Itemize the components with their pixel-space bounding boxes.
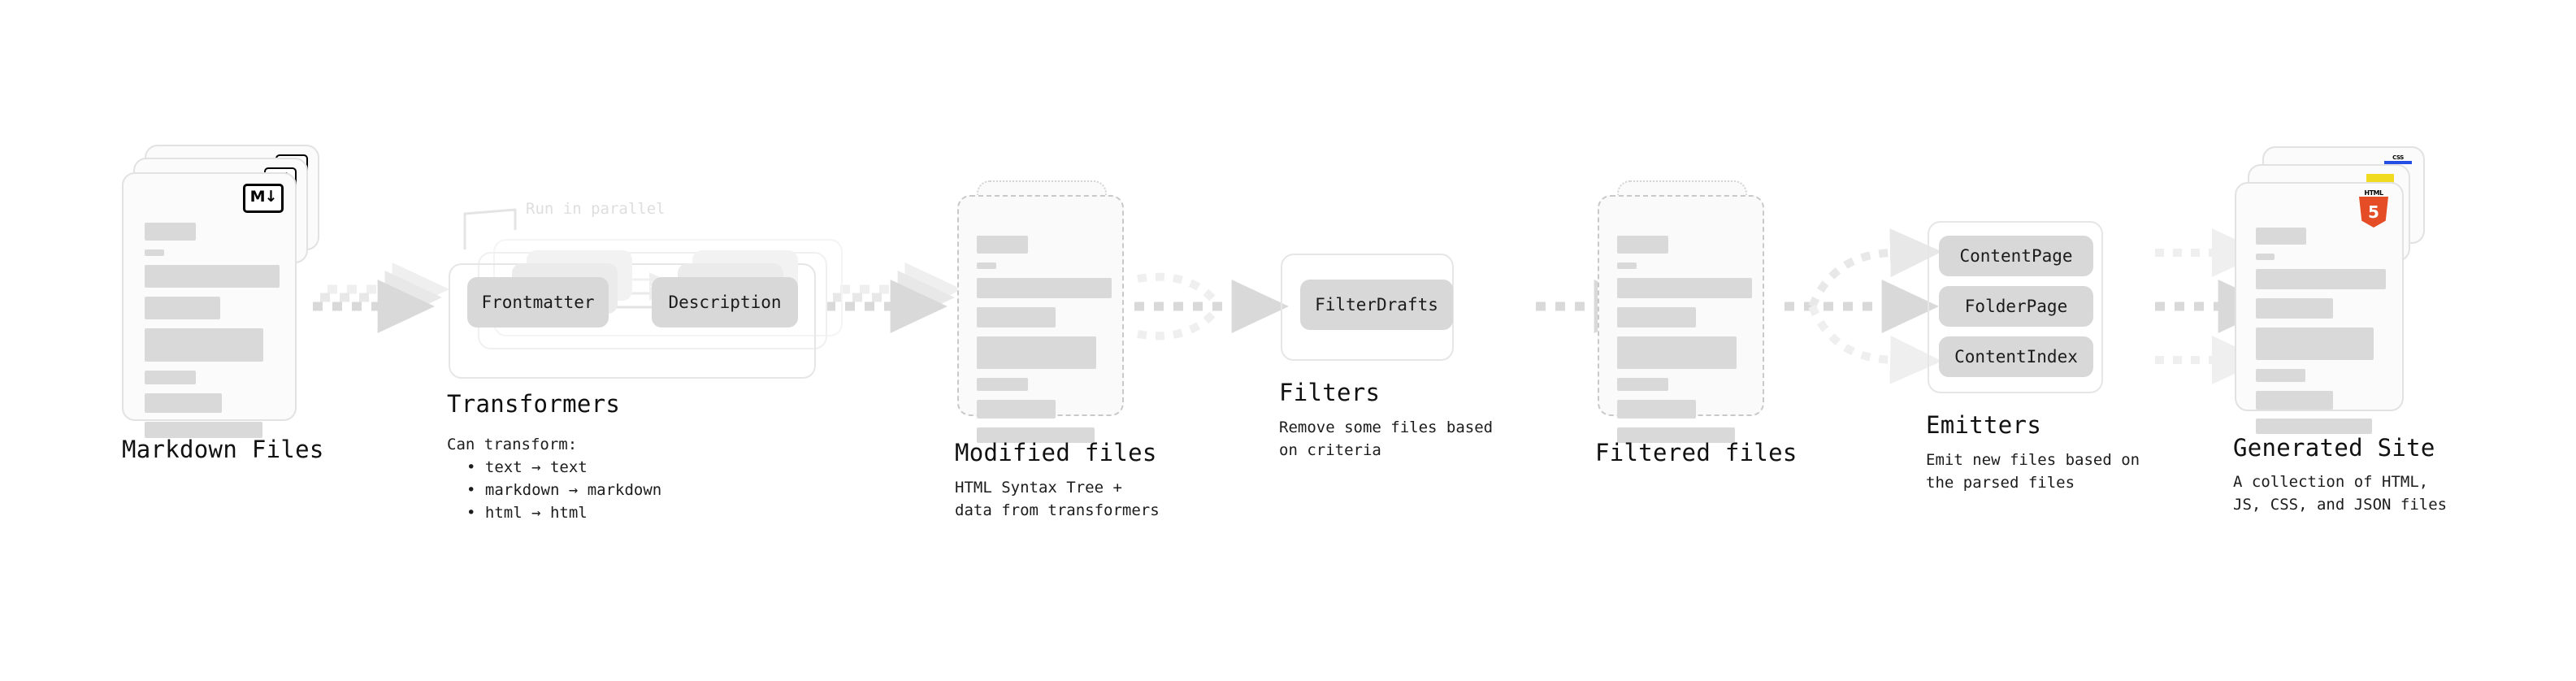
arrow-modified-to-filters [1134,272,1289,340]
css-badge: CSS [2384,154,2412,164]
markdown-card-lines [145,223,280,447]
folderpage-chip[interactable]: FolderPage [1939,286,2093,327]
run-in-parallel-label: Run in parallel [526,200,666,218]
transformers-subtitle: Can transform: [447,436,578,453]
stage-markdown-files: M↓ M↓ M↓ Markdown Files [122,145,333,463]
html5-shield-icon [2359,197,2388,228]
html5-badge-cap: HTML [2364,189,2383,197]
filtered-card-front [1598,195,1764,443]
stage-filtered-files: Filtered files [1595,180,1797,466]
filters-subtitle: Remove some files based on criteria [1279,419,1494,459]
generated-site-subtitle: A collection of HTML, JS, CSS, and JSON … [2233,473,2448,514]
stage-generated-site: CSS HTML [2233,146,2447,514]
site-card-lines [2256,228,2386,443]
transformers-box-front [449,263,816,379]
emitters-subtitle: Emit new files based on the parsed files [1926,451,2140,492]
transformers-title: Transformers [447,390,621,418]
markdown-badge-front: M↓ [243,184,284,213]
emitters-title: Emitters [1926,411,2042,439]
filtered-card-lines [1617,236,1752,452]
site-card-stack: CSS HTML [2235,146,2446,434]
modified-card-stack [957,180,1144,443]
css-badge-rule [2384,161,2412,164]
generated-site-title: Generated Site [2233,434,2435,462]
modified-files-title: Modified files [955,439,1157,466]
markdown-card-front: M↓ [122,172,297,438]
filters-box [1281,254,1454,361]
markdown-card-stack: M↓ M↓ M↓ [122,145,333,438]
modified-card-front [957,195,1124,443]
description-chip[interactable]: Description [652,277,798,327]
modified-files-subtitle: HTML Syntax Tree + data from transformer… [955,479,1160,519]
transformers-bullet-0: • text → text [466,458,588,476]
filters-title: Filters [1279,379,1381,406]
transformers-bullet-2: • html → html [466,504,588,522]
transformers-bullet-1: • markdown → markdown [466,481,662,499]
arrow-filtered-to-emitters [1785,228,1942,384]
html5-badge: HTML [2358,189,2389,228]
filtered-files-title: Filtered files [1595,439,1798,466]
contentindex-chip[interactable]: ContentIndex [1939,336,2093,377]
modified-card-lines [977,236,1112,452]
emitters-box [1928,221,2103,393]
markdown-files-title: Markdown Files [122,436,324,463]
filterdrafts-chip[interactable]: FilterDrafts [1300,280,1453,330]
filtered-card-stack [1598,180,1785,443]
css-badge-label: CSS [2392,154,2404,161]
stage-modified-files: Modified files HTML Syntax Tree + data f… [955,180,1160,519]
contentpage-chip[interactable]: ContentPage [1939,236,2093,276]
frontmatter-chip[interactable]: Frontmatter [467,277,609,327]
arrow-emitters-to-site [2155,228,2275,384]
site-card-front-html: HTML [2235,182,2404,434]
